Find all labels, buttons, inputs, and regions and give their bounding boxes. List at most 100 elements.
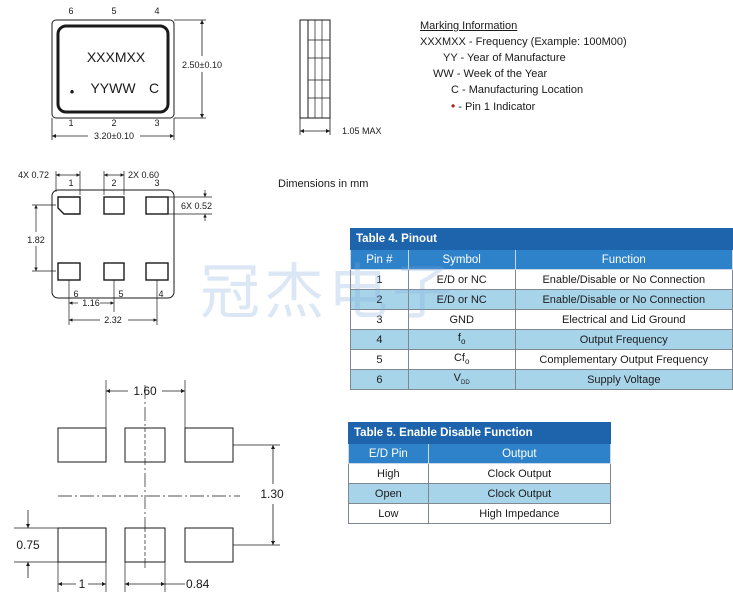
table-row: 2 E/D or NC Enable/Disable or No Connect… <box>350 289 733 310</box>
pin-symbol: GND <box>407 309 516 330</box>
side-terminals <box>307 19 331 119</box>
pin-number: 6 <box>350 369 409 390</box>
ed-output: Clock Output <box>427 483 612 504</box>
dimensions-note: Dimensions in mm <box>278 178 369 190</box>
pin-symbol: fo <box>407 329 516 350</box>
pinout-header-pin: Pin # <box>350 249 409 270</box>
pad-3 <box>145 196 169 215</box>
pin1-indicator-text: - Pin 1 Indicator <box>455 101 536 113</box>
enable-caption: Table 5. Enable Disable Function <box>348 422 611 444</box>
width-dimension: 3.20±0.10 <box>94 131 134 141</box>
bv-pin-4: 4 <box>158 289 163 299</box>
pin-number: 5 <box>350 349 409 370</box>
land-dim-bottom-right: 0.84 <box>186 577 210 591</box>
symbol-main: f <box>457 332 461 345</box>
pin-number: 2 <box>350 289 409 310</box>
table-row: 4 fo Output Frequency <box>350 329 733 350</box>
land-dim-right: 1.30 <box>260 487 284 501</box>
dim-4x: 4X 0.72 <box>18 170 49 180</box>
marking-line-week: WW - Week of the Year <box>433 68 548 80</box>
pin-function: Supply Voltage <box>514 369 733 390</box>
top-pin-5: 5 <box>111 6 116 16</box>
enable-header-pin: E/D Pin <box>348 443 429 464</box>
part-marking-location: C <box>149 80 159 96</box>
dim-width: 2.32 <box>104 315 122 325</box>
top-pin-4: 4 <box>154 6 159 16</box>
table-row: High Clock Output <box>348 463 612 484</box>
enable-header-output: Output <box>427 443 612 464</box>
land-dim-bottom-left: 1 <box>79 577 86 591</box>
symbol-subscript: o <box>460 337 466 347</box>
bottom-pin-2: 2 <box>111 118 116 128</box>
table-row: 3 GND Electrical and Lid Ground <box>350 309 733 330</box>
land-pattern: 1.60 1.30 0.75 1 0.84 <box>14 380 284 592</box>
enable-disable-table: Table 5. Enable Disable Function E/D Pin… <box>348 422 612 524</box>
pinout-caption: Table 4. Pinout <box>350 228 733 250</box>
ed-pin-state: Open <box>348 483 429 504</box>
top-pin-6: 6 <box>68 6 73 16</box>
dim-2x: 2X 0.60 <box>128 170 159 180</box>
pin-symbol: Cfo <box>407 349 516 370</box>
bottom-package-outline <box>51 189 175 299</box>
pad-2 <box>103 196 125 215</box>
pin1-indicator-dot: • <box>70 84 75 99</box>
pin-function: Enable/Disable or No Connection <box>514 269 733 290</box>
pin-number: 1 <box>350 269 409 290</box>
marking-information: Marking Information XXXMXX - Frequency (… <box>420 18 627 115</box>
pin1-indicator-symbol: • <box>451 99 456 113</box>
marking-line-frequency: XXXMXX - Frequency (Example: 100M00) <box>420 36 627 48</box>
ed-output: High Impedance <box>427 503 612 524</box>
marking-title: Marking Information <box>420 20 518 32</box>
marking-line-location: C - Manufacturing Location <box>451 84 584 96</box>
bottom-view: 1 2 3 6 5 4 4X 0.72 2X 0.60 6X 0.52 1.82… <box>18 170 212 325</box>
pinout-header-function: Function <box>514 249 733 270</box>
pinout-header-symbol: Symbol <box>407 249 516 270</box>
bv-pin-5: 5 <box>118 289 123 299</box>
land-pad-6 <box>57 527 107 563</box>
pinout-table: Table 4. Pinout Pin # Symbol Function 1 … <box>350 228 733 390</box>
land-pad-2 <box>124 427 166 463</box>
bottom-pin-3: 3 <box>154 118 159 128</box>
marking-line-pin1: • - Pin 1 Indicator <box>420 98 627 115</box>
pin-function: Complementary Output Frequency <box>514 349 733 370</box>
side-body <box>299 19 309 119</box>
part-marking-line2: YYWW <box>90 80 136 96</box>
pin-number: 3 <box>350 309 409 330</box>
land-pad-4 <box>184 527 234 563</box>
bv-pin-6: 6 <box>73 289 78 299</box>
pad-5 <box>103 262 125 281</box>
table-row: 6 VDD Supply Voltage <box>350 369 733 390</box>
dim-height: 1.82 <box>27 235 45 245</box>
pin-symbol: VDD <box>407 369 516 390</box>
package-lid <box>56 24 170 114</box>
pin-function: Output Frequency <box>514 329 733 350</box>
symbol-main: V <box>453 372 462 385</box>
land-dim-top: 1.60 <box>133 384 157 398</box>
thickness-dimension: 1.05 MAX <box>342 126 382 136</box>
symbol-subscript: o <box>464 357 470 367</box>
ed-pin-state: High <box>348 463 429 484</box>
pad-6 <box>57 262 81 281</box>
height-dimension: 2.50±0.10 <box>182 60 222 70</box>
bv-pin-1: 1 <box>68 178 73 188</box>
ed-output: Clock Output <box>427 463 612 484</box>
ed-pin-state: Low <box>348 503 429 524</box>
bottom-pin-1: 1 <box>68 118 73 128</box>
land-pad-3 <box>184 427 234 463</box>
part-marking-line1: XXXMXX <box>87 49 146 65</box>
pad-1 <box>57 196 81 215</box>
pin-symbol: E/D or NC <box>407 269 516 290</box>
symbol-subscript: DD <box>461 380 470 387</box>
pin-function: Enable/Disable or No Connection <box>514 289 733 310</box>
bv-pin-2: 2 <box>111 178 116 188</box>
marking-line-year: YY - Year of Manufacture <box>443 52 566 64</box>
dim-pitch: 1.16 <box>82 298 100 308</box>
table-row: Open Clock Output <box>348 483 612 504</box>
table-row: Low High Impedance <box>348 503 612 524</box>
pin-number: 4 <box>350 329 409 350</box>
pad-4 <box>145 262 169 281</box>
table-row: 5 Cfo Complementary Output Frequency <box>350 349 733 370</box>
side-view: 1.05 MAX <box>299 19 382 136</box>
symbol-main: Cf <box>453 352 465 365</box>
